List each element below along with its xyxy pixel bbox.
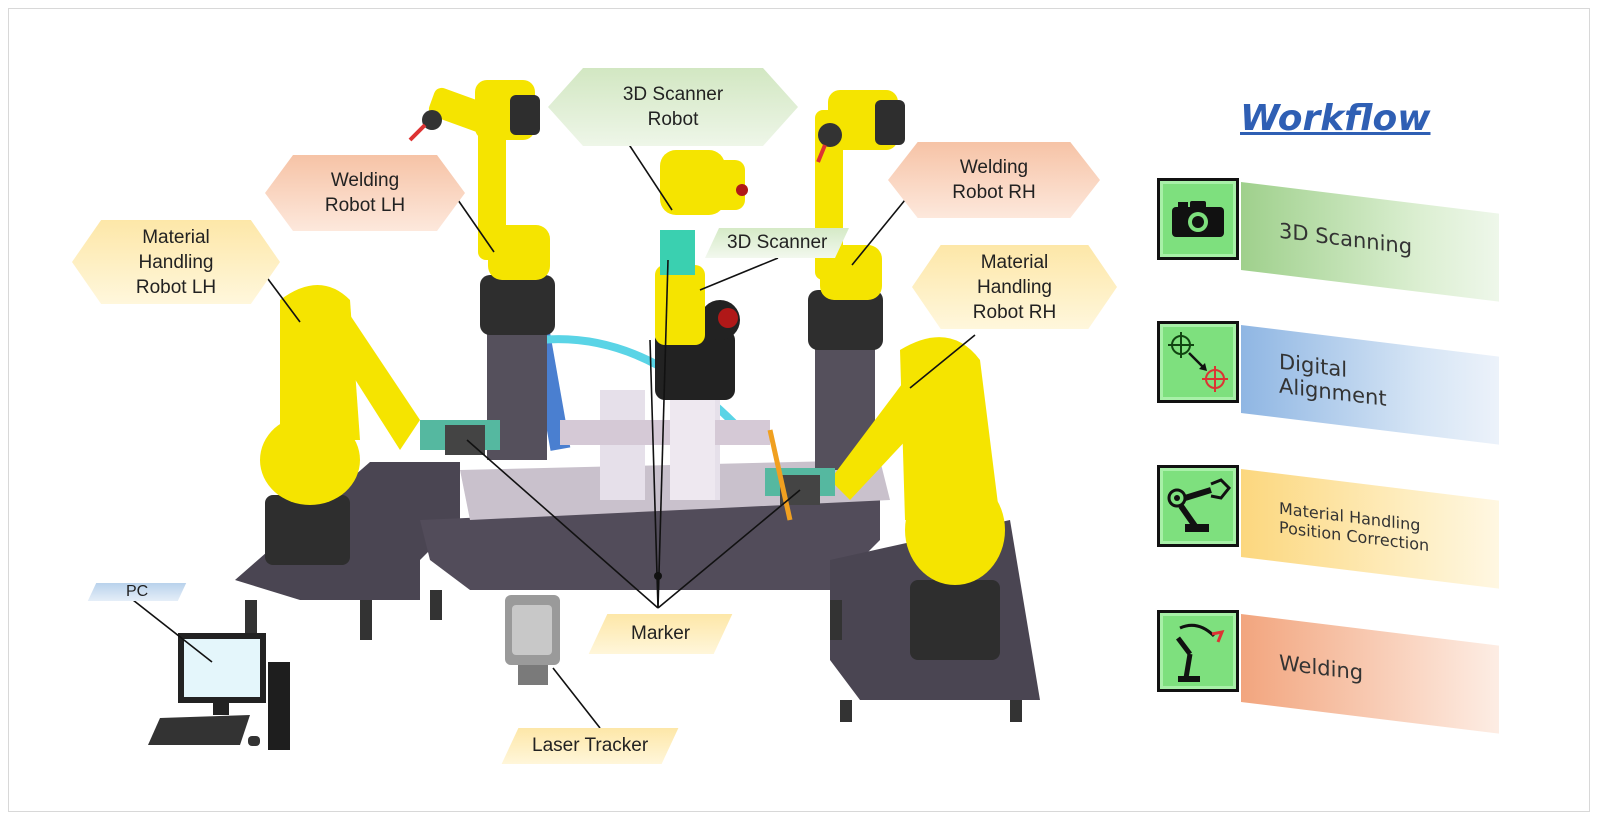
welding-robot-icon xyxy=(1157,610,1239,692)
welding-robot-rh xyxy=(808,90,905,350)
welding-robot-lh xyxy=(408,80,555,335)
step-label: Material Handling Position Correction xyxy=(1279,498,1430,556)
workflow-step-material-handling: Material Handling Position Correction xyxy=(1157,465,1502,589)
label-material-handling-robot-rh: Material Handling Robot RH xyxy=(912,245,1117,329)
label-marker: Marker xyxy=(588,614,733,654)
diagram-frame xyxy=(8,8,1590,812)
scanner-robot xyxy=(655,150,748,500)
camera-icon xyxy=(1157,178,1239,260)
label-welding-robot-rh: Welding Robot RH xyxy=(888,142,1100,218)
label-3d-scanner-text: 3D Scanner xyxy=(726,232,828,253)
step-label: Digital Alignment xyxy=(1279,349,1387,411)
material-handling-robot-rh xyxy=(765,337,1005,660)
label-material-handling-robot-lh: Material Handling Robot LH xyxy=(72,220,280,304)
label-marker-text: Marker xyxy=(630,623,691,644)
step-label: 3D Scanning xyxy=(1279,218,1413,260)
workflow-step-3d-scanning: 3D Scanning xyxy=(1157,178,1502,302)
workflow-step-welding: Welding xyxy=(1157,610,1502,734)
step-label: Welding xyxy=(1279,650,1364,685)
material-handling-robot-lh xyxy=(260,285,500,565)
workflow-title: Workflow xyxy=(1240,98,1431,139)
gripper-robot-icon xyxy=(1157,465,1239,547)
label-3d-scanner-robot: 3D Scanner Robot xyxy=(548,68,798,146)
laser-tracker xyxy=(505,595,560,685)
workflow-step-digital-alignment: Digital Alignment xyxy=(1157,321,1502,445)
label-pc: PC xyxy=(87,583,187,601)
target-alignment-icon xyxy=(1157,321,1239,403)
label-3d-scanner: 3D Scanner xyxy=(705,228,849,258)
label-pc-text: PC xyxy=(125,583,149,600)
label-laser-tracker-text: Laser Tracker xyxy=(531,735,649,756)
label-laser-tracker: Laser Tracker xyxy=(501,728,679,764)
leader-lines xyxy=(132,142,976,729)
pc xyxy=(148,633,290,750)
label-welding-robot-lh: Welding Robot LH xyxy=(265,155,465,231)
